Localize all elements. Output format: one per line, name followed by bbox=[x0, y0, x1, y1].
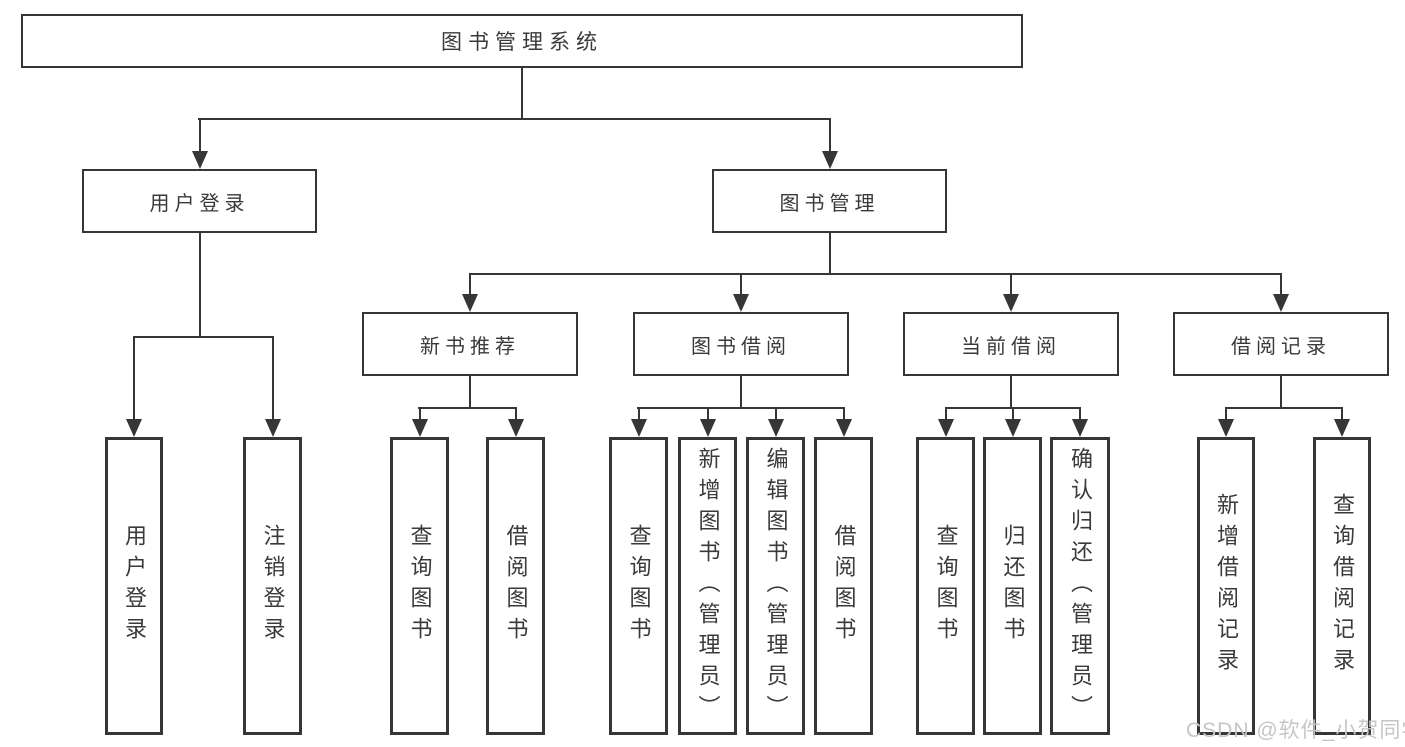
node-root-library-system: 图书管理系统 bbox=[21, 14, 1023, 68]
arrow-down-icon bbox=[733, 294, 749, 312]
connector-shaft bbox=[842, 407, 845, 420]
leaf-query-borrow-record: 查询借阅记录 bbox=[1313, 437, 1371, 735]
leaf-edit-books-admin: 编辑图书（管理员） bbox=[746, 437, 805, 735]
leaf-borrow-books-recommend: 借阅图书 bbox=[486, 437, 545, 735]
connector-root-rail bbox=[198, 118, 831, 120]
arrow-down-icon bbox=[507, 419, 524, 437]
connector-shaft bbox=[1341, 407, 1343, 420]
leaf-query-books-recommend: 查询图书 bbox=[390, 437, 449, 735]
node-book-management: 图书管理 bbox=[712, 169, 947, 233]
leaf-user-login: 用户登录 bbox=[105, 437, 163, 735]
arrow-down-icon bbox=[411, 419, 428, 437]
connector-shaft bbox=[133, 336, 135, 420]
arrow-down-icon bbox=[126, 419, 142, 437]
arrow-down-icon bbox=[938, 419, 954, 437]
connector-stem bbox=[469, 376, 471, 407]
connector-shaft bbox=[1280, 273, 1282, 295]
connector-shaft bbox=[418, 407, 421, 420]
connector-stem bbox=[740, 376, 742, 407]
arrow-down-icon bbox=[1218, 419, 1234, 437]
leaf-query-books-borrow: 查询图书 bbox=[609, 437, 668, 735]
connector-shaft bbox=[774, 407, 777, 420]
leaf-add-books-admin: 新增图书（管理员） bbox=[678, 437, 737, 735]
csdn-watermark: CSDN @软件_小贺同学 bbox=[1186, 719, 1405, 742]
connector-shaft bbox=[828, 118, 831, 152]
node-book-borrow: 图书借阅 bbox=[633, 312, 849, 376]
connector-stem bbox=[198, 233, 201, 336]
connector-shaft bbox=[271, 336, 274, 420]
arrow-down-icon bbox=[1003, 294, 1019, 312]
connector-rail bbox=[133, 336, 274, 338]
connector-shaft bbox=[637, 407, 640, 420]
leaf-return-books: 归还图书 bbox=[983, 437, 1042, 735]
leaf-add-borrow-record: 新增借阅记录 bbox=[1197, 437, 1255, 735]
node-new-book-recommend: 新书推荐 bbox=[362, 312, 578, 376]
arrow-down-icon bbox=[462, 294, 478, 312]
connector-shaft bbox=[740, 273, 742, 295]
arrow-down-icon bbox=[630, 419, 647, 437]
arrow-down-icon bbox=[191, 151, 208, 169]
arrow-down-icon bbox=[699, 419, 716, 437]
connector-rail bbox=[469, 273, 1282, 275]
connector-stem bbox=[1280, 376, 1282, 407]
connector-rail bbox=[418, 407, 516, 409]
leaf-query-books-current: 查询图书 bbox=[916, 437, 975, 735]
arrow-down-icon bbox=[1273, 294, 1289, 312]
connector-root-stem bbox=[521, 68, 523, 118]
connector-rail bbox=[637, 407, 844, 409]
connector-shaft bbox=[514, 407, 517, 420]
connector-shaft bbox=[198, 118, 201, 152]
connector-shaft bbox=[469, 273, 471, 295]
leaf-confirm-return-admin: 确认归还（管理员） bbox=[1050, 437, 1110, 735]
arrow-down-icon bbox=[264, 419, 281, 437]
connector-shaft bbox=[1225, 407, 1227, 420]
node-user-login: 用户登录 bbox=[82, 169, 317, 233]
arrow-down-icon bbox=[835, 419, 852, 437]
arrow-down-icon bbox=[1005, 419, 1021, 437]
leaf-logout: 注销登录 bbox=[243, 437, 302, 735]
arrow-down-icon bbox=[821, 151, 838, 169]
connector-stem bbox=[828, 233, 831, 273]
arrow-down-icon bbox=[1334, 419, 1350, 437]
connector-shaft bbox=[945, 407, 947, 420]
connector-rail bbox=[1225, 407, 1343, 409]
node-current-borrow: 当前借阅 bbox=[903, 312, 1119, 376]
node-borrow-record: 借阅记录 bbox=[1173, 312, 1389, 376]
arrow-down-icon bbox=[1071, 419, 1088, 437]
leaf-borrow-books: 借阅图书 bbox=[814, 437, 873, 735]
arrow-down-icon bbox=[767, 419, 784, 437]
connector-shaft bbox=[1012, 407, 1014, 420]
connector-shaft bbox=[1078, 407, 1081, 420]
connector-shaft bbox=[706, 407, 709, 420]
connector-stem bbox=[1010, 376, 1012, 407]
connector-shaft bbox=[1010, 273, 1012, 295]
